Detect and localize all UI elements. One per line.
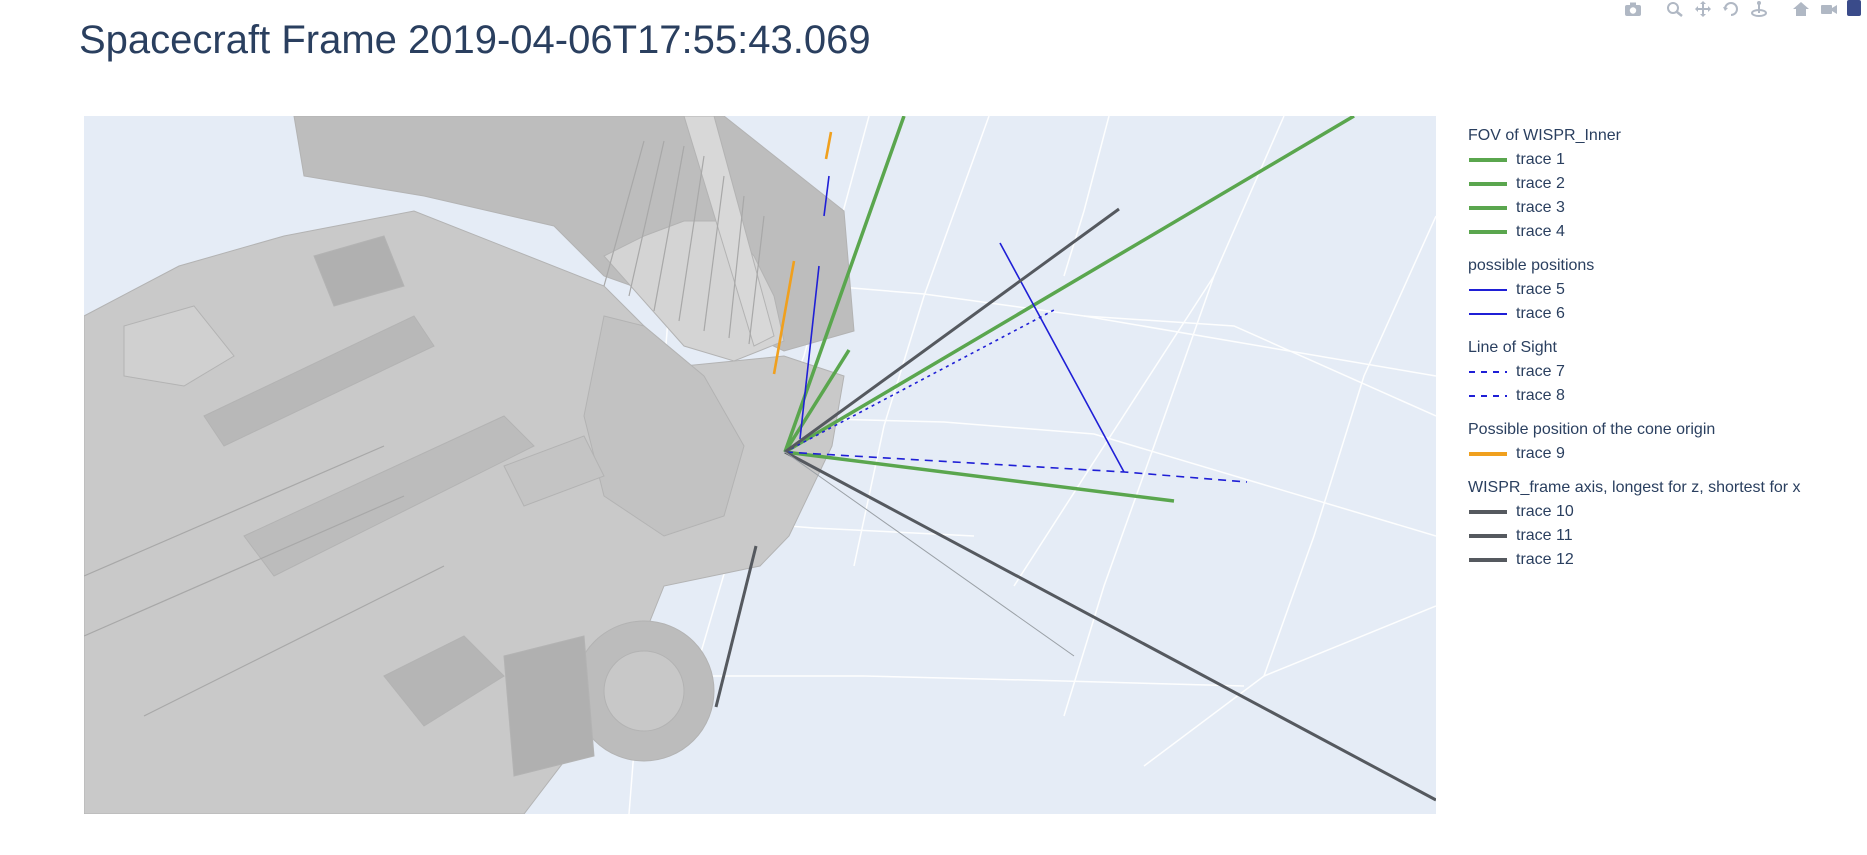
legend-item[interactable]: trace 1 — [1468, 148, 1863, 172]
trace-segment-extra — [823, 175, 830, 217]
trace-layer — [714, 116, 1436, 802]
legend-item[interactable]: trace 7 — [1468, 360, 1863, 384]
legend-group-title: WISPR_frame axis, longest for z, shortes… — [1468, 479, 1801, 496]
home-icon[interactable] — [1791, 0, 1811, 18]
legend-swatch — [1468, 505, 1508, 519]
pan-icon[interactable] — [1693, 0, 1713, 18]
legend-item[interactable]: trace 6 — [1468, 302, 1863, 326]
trace-line-trace-6[interactable] — [799, 265, 820, 440]
camera-last-save-icon[interactable] — [1819, 0, 1839, 18]
trace-segment-extra — [784, 451, 1075, 657]
legend-item-label: trace 3 — [1516, 199, 1565, 216]
legend-item[interactable]: trace 5 — [1468, 278, 1863, 302]
legend-item-label: trace 7 — [1516, 363, 1565, 380]
chart-title: Spacecraft Frame 2019-04-06T17:55:43.069 — [79, 18, 871, 62]
legend-item[interactable]: trace 9 — [1468, 442, 1863, 466]
legend-group: possible positions trace 5 trace 6 — [1468, 254, 1863, 326]
legend-item-label: trace 5 — [1516, 281, 1565, 298]
camera-icon[interactable] — [1623, 0, 1643, 18]
legend-swatch — [1468, 201, 1508, 215]
trace-line-trace-11[interactable] — [784, 450, 1436, 802]
legend-group: Possible position of the cone origin trac… — [1468, 418, 1863, 466]
legend-swatch — [1468, 307, 1508, 321]
trace-line-trace-4[interactable] — [783, 349, 851, 453]
legend-item[interactable]: trace 3 — [1468, 196, 1863, 220]
legend-item-label: trace 11 — [1516, 527, 1573, 544]
legend-swatch — [1468, 553, 1508, 567]
legend-item-label: trace 4 — [1516, 223, 1565, 240]
3d-scene[interactable] — [84, 116, 1436, 814]
spacecraft-model — [84, 116, 855, 814]
legend-item-label: trace 10 — [1516, 503, 1574, 520]
legend-item-label: trace 6 — [1516, 305, 1565, 322]
trace-line-trace-7[interactable] — [784, 451, 1248, 483]
legend-item[interactable]: trace 8 — [1468, 384, 1863, 408]
modebar — [1623, 0, 1867, 18]
legend-item[interactable]: trace 2 — [1468, 172, 1863, 196]
legend-item[interactable]: trace 4 — [1468, 220, 1863, 244]
legend-item-label: trace 2 — [1516, 175, 1565, 192]
trace-line-trace-2[interactable] — [784, 116, 1355, 454]
legend-group: WISPR_frame axis, longest for z, shortes… — [1468, 476, 1863, 572]
trace-line-trace-9[interactable] — [824, 131, 833, 160]
legend-item-label: trace 1 — [1516, 151, 1565, 168]
legend-swatch — [1468, 529, 1508, 543]
trace-line-trace-10[interactable] — [784, 207, 1120, 454]
spacecraft-panel-lines — [84, 140, 765, 717]
legend-swatch — [1468, 365, 1508, 379]
legend-item-label: trace 9 — [1516, 445, 1565, 462]
legend-item[interactable]: trace 10 — [1468, 500, 1863, 524]
legend-item[interactable]: trace 11 — [1468, 524, 1863, 548]
legend-swatch — [1468, 177, 1508, 191]
legend-group-title: Possible position of the cone origin — [1468, 421, 1716, 438]
legend-item-label: trace 8 — [1516, 387, 1565, 404]
legend-swatch — [1468, 153, 1508, 167]
trace-line-trace-3[interactable] — [784, 450, 1175, 503]
legend-swatch — [1468, 447, 1508, 461]
legend-item-label: trace 12 — [1516, 551, 1574, 568]
trace-line-trace-8[interactable] — [784, 309, 1055, 453]
legend-group-title: possible positions — [1468, 257, 1595, 274]
legend-group: Line of Sight trace 7 trace 8 — [1468, 336, 1863, 408]
legend-swatch — [1468, 225, 1508, 239]
legend-item[interactable]: trace 12 — [1468, 548, 1863, 572]
orbit-icon[interactable] — [1721, 0, 1741, 18]
legend-group-title: Line of Sight — [1468, 339, 1557, 356]
plotly-logo[interactable] — [1847, 0, 1861, 16]
trace-line-trace-12[interactable] — [714, 545, 758, 708]
trace-segment-extra — [772, 260, 796, 375]
legend-group-title: FOV of WISPR_Inner — [1468, 127, 1621, 144]
legend-swatch — [1468, 389, 1508, 403]
legend-swatch — [1468, 283, 1508, 297]
turntable-icon[interactable] — [1749, 0, 1769, 18]
zoom-icon[interactable] — [1665, 0, 1685, 18]
